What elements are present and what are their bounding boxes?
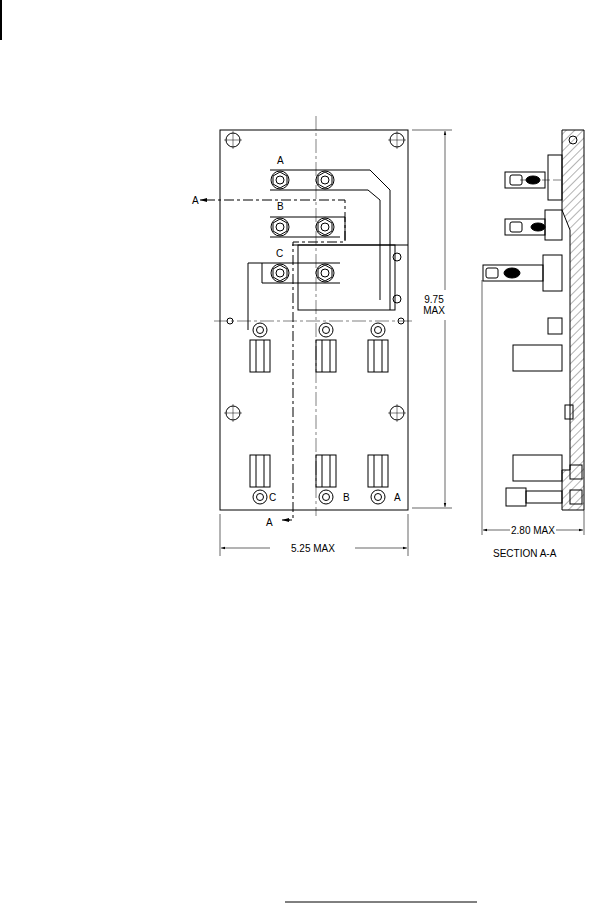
dimension-text: 5.25 MAX	[290, 543, 336, 554]
phase-label: B	[342, 492, 351, 503]
section-arrow-letter: A	[191, 195, 200, 206]
dimension-text: 2.80 MAX	[510, 525, 556, 536]
phase-label: B	[276, 201, 285, 212]
section-arrow-letter: A	[265, 517, 274, 528]
phase-label: A	[393, 492, 402, 503]
phase-label: C	[275, 248, 284, 259]
dimension-text: 9.75 MAX	[420, 294, 448, 316]
phase-label: C	[268, 492, 277, 503]
phase-label: A	[276, 155, 285, 166]
section-title: SECTION A-A	[492, 548, 557, 559]
